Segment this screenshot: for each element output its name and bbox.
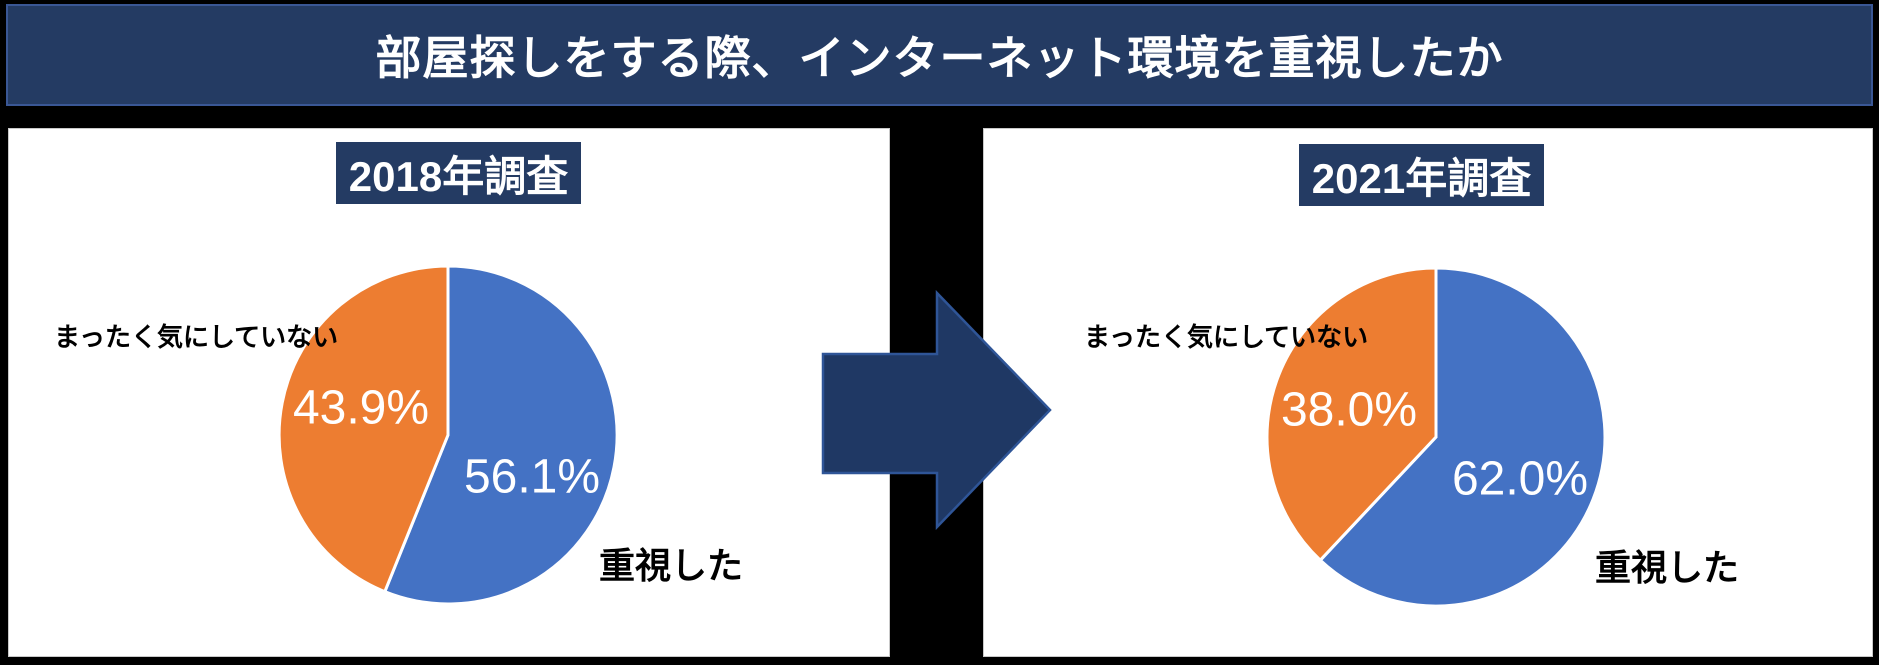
pie-chart-2021: [1265, 266, 1607, 608]
category-label-yes-2021: 重視した: [1594, 547, 1740, 588]
pie-chart-2018: [277, 264, 619, 606]
data-label-not-2018: 43.9%: [292, 381, 430, 435]
pie-slice-yes-2021: [1318, 266, 1607, 608]
data-label-yes-2018: 56.1%: [463, 450, 601, 504]
pie-slice-not-2018: [277, 264, 450, 594]
data-label-yes-2021: 62.0%: [1451, 452, 1589, 506]
panel-2018: 2018年調査 まったく気にしていない 43.9% 56.1% 重視した: [8, 128, 890, 657]
pie-slice-yes-2018: [382, 264, 619, 606]
page-title: 部屋探しをする際、インターネット環境を重視したか: [375, 32, 1504, 84]
right-arrow-shape: [821, 290, 1052, 530]
header-box-2021: 2021年調査: [1299, 144, 1544, 206]
right-arrow-icon: [821, 290, 1052, 530]
pie-slice-not-2021: [1265, 266, 1438, 563]
header-label-2021: 2021年調査: [1311, 154, 1532, 202]
category-label-yes-2018: 重視した: [598, 545, 744, 586]
header-label-2018: 2018年調査: [348, 152, 569, 200]
panel-2021: 2021年調査 まったく気にしていない 38.0% 62.0% 重視した: [983, 128, 1873, 657]
category-label-not-2018: まったく気にしていない: [54, 322, 339, 352]
header-box-2018: 2018年調査: [336, 142, 581, 204]
data-label-not-2021: 38.0%: [1280, 383, 1418, 437]
title-bar: 部屋探しをする際、インターネット環境を重視したか: [6, 4, 1873, 106]
category-label-not-2021: まったく気にしていない: [1084, 322, 1369, 352]
